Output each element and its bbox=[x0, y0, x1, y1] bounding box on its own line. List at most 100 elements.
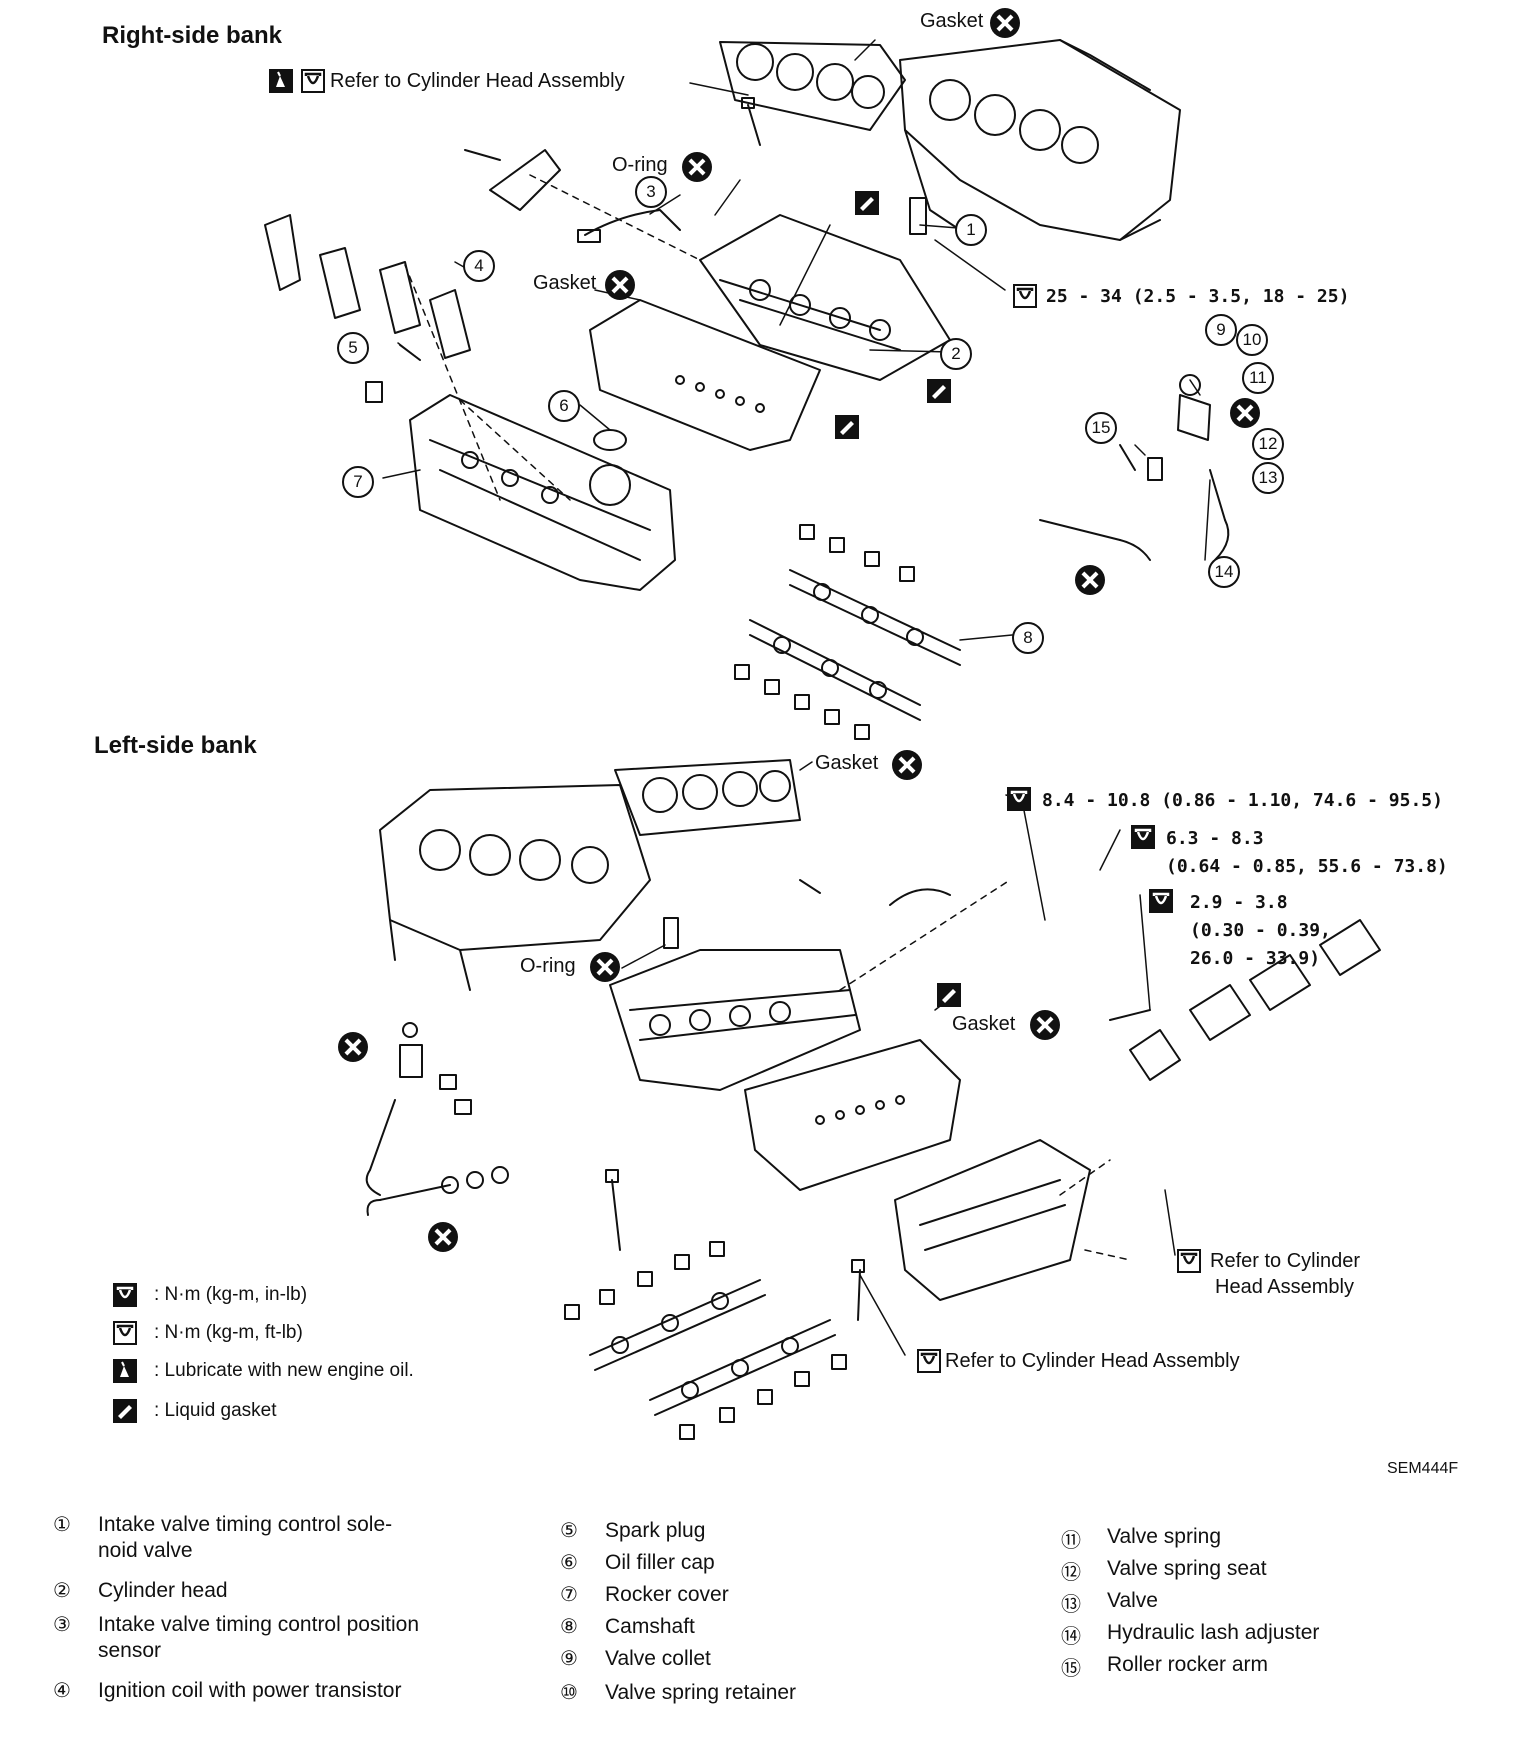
legend-text-liquid-gasket: : Liquid gasket bbox=[154, 1400, 277, 1421]
replace-x-icon bbox=[338, 1032, 368, 1062]
gasket-label-1: Gasket bbox=[920, 10, 984, 32]
cylinder-block-right bbox=[899, 39, 1181, 241]
replace-x-icon bbox=[1230, 398, 1260, 428]
o-ring-label-right: O-ring bbox=[612, 154, 668, 176]
callout-7: 7 bbox=[342, 466, 374, 498]
torque-spec-3-line2: (0.64 - 0.85, 55.6 - 73.8) bbox=[1166, 856, 1448, 877]
torque-spec-3-line1: 6.3 - 8.3 bbox=[1166, 828, 1264, 849]
ignition-coils-left bbox=[1129, 919, 1381, 1081]
replace-x-icon bbox=[682, 152, 712, 182]
gasket-label-2: Gasket bbox=[533, 272, 597, 294]
oil-can-icon bbox=[269, 69, 293, 93]
rocker-cover-right bbox=[409, 394, 676, 591]
replace-x-icon bbox=[428, 1222, 458, 1252]
replace-x-icon bbox=[1030, 1010, 1060, 1040]
torque-in-lb-icon bbox=[1007, 787, 1031, 811]
figure-code: SEM444F bbox=[1387, 1460, 1459, 1477]
torque-ft-lb-icon bbox=[301, 69, 325, 93]
roller-rocker-arms-right bbox=[734, 524, 915, 740]
callout-15: 15 bbox=[1085, 412, 1117, 444]
ignition-coils-right bbox=[264, 214, 471, 359]
o-ring-label-left: O-ring bbox=[520, 955, 576, 977]
callout-8: 8 bbox=[1012, 622, 1044, 654]
callout-6: 6 bbox=[548, 390, 580, 422]
torque-ft-lb-icon bbox=[917, 1349, 941, 1373]
callout-9: 9 bbox=[1205, 314, 1237, 346]
liquid-gasket-icon bbox=[855, 191, 879, 215]
cam-bolt-left-2 bbox=[857, 1269, 861, 1321]
callout-2: 2 bbox=[940, 338, 972, 370]
part-name: Spark plug bbox=[605, 1519, 706, 1542]
part-name: Hydraulic lash adjuster bbox=[1107, 1621, 1320, 1644]
solenoid-valve-left bbox=[663, 917, 679, 949]
replace-x-icon bbox=[590, 952, 620, 982]
refer-head-label-right-2: Head Assembly bbox=[1215, 1276, 1354, 1298]
roller-rocker-arms-left bbox=[564, 1241, 847, 1440]
liquid-gasket-icon bbox=[113, 1399, 137, 1423]
refer-head-label-bottom: Refer to Cylinder Head Assembly bbox=[945, 1350, 1240, 1372]
torque-ft-lb-icon bbox=[1013, 284, 1037, 308]
leader-lines bbox=[382, 39, 1211, 1356]
chain-guide-right bbox=[489, 149, 561, 211]
cylinder-head-left bbox=[609, 949, 861, 1091]
torque-in-lb-icon bbox=[113, 1283, 137, 1307]
assembly-lines-left bbox=[839, 879, 1131, 1261]
callout-11: 11 bbox=[1242, 362, 1274, 394]
liquid-gasket-icon bbox=[835, 415, 859, 439]
torque-ft-lb-icon bbox=[113, 1321, 137, 1345]
part-name: Cylinder head bbox=[98, 1579, 228, 1602]
right-bank-title: Right-side bank bbox=[102, 22, 283, 49]
part-name: Ignition coil with power transistor bbox=[98, 1679, 402, 1702]
torque-ft-lb-icon bbox=[1177, 1249, 1201, 1273]
refer-head-label-right-1: Refer to Cylinder bbox=[1210, 1250, 1361, 1272]
part-name: Intake valve timing control sole- noid v… bbox=[98, 1513, 393, 1562]
torque-in-lb-icon bbox=[1131, 825, 1155, 849]
head-bolt-left bbox=[799, 879, 821, 894]
callout-13: 13 bbox=[1252, 462, 1284, 494]
torque-spec-4-line2: (0.30 - 0.39, bbox=[1190, 920, 1331, 941]
gasket-label-3: Gasket bbox=[815, 752, 879, 774]
callout-5: 5 bbox=[337, 332, 369, 364]
gasket-label-4: Gasket bbox=[952, 1013, 1016, 1035]
left-bank-title: Left-side bank bbox=[94, 732, 257, 759]
camshaft-left bbox=[589, 1279, 836, 1416]
cam-bolt-left bbox=[611, 1179, 621, 1251]
liquid-gasket-icon bbox=[927, 379, 951, 403]
torque-spec-1: 25 - 34 (2.5 - 3.5, 18 - 25) bbox=[1046, 286, 1350, 307]
callout-12: 12 bbox=[1252, 428, 1284, 460]
legend-text-torque-ft-lb: : N·m (kg-m, ft-lb) bbox=[154, 1322, 303, 1343]
refer-head-label-top: Refer to Cylinder Head Assembly bbox=[330, 70, 625, 92]
cylinder-block-left bbox=[379, 784, 651, 991]
head-gasket-right bbox=[719, 41, 906, 131]
replace-x-icon bbox=[605, 270, 635, 300]
head-bolt-right bbox=[747, 104, 761, 146]
callout-10: 10 bbox=[1236, 324, 1268, 356]
part-name: Valve spring bbox=[1107, 1525, 1222, 1548]
ivt-sensor-left bbox=[889, 888, 951, 906]
replace-x-icon bbox=[990, 8, 1020, 38]
callout-4: 4 bbox=[463, 250, 495, 282]
spark-plug-left bbox=[1109, 1009, 1151, 1021]
liquid-gasket-icon bbox=[937, 983, 961, 1007]
callout-14: 14 bbox=[1208, 556, 1240, 588]
oil-filler-cap bbox=[593, 429, 627, 451]
callout-1: 1 bbox=[955, 214, 987, 246]
part-name: Valve collet bbox=[605, 1647, 711, 1670]
valve-assembly-left bbox=[365, 1022, 509, 1216]
part-name: Valve spring retainer bbox=[605, 1681, 797, 1704]
cylinder-head-right bbox=[699, 214, 951, 381]
torque-spec-4-line1: 2.9 - 3.8 bbox=[1190, 892, 1288, 913]
rocker-cover-left bbox=[894, 1139, 1091, 1301]
part-name: Valve spring seat bbox=[1107, 1557, 1267, 1580]
torque-spec-4-line3: 26.0 - 33.9) bbox=[1190, 948, 1321, 969]
head-gasket-left bbox=[614, 759, 801, 836]
part-name: Oil filler cap bbox=[605, 1551, 715, 1574]
torque-spec-2: 8.4 - 10.8 (0.86 - 1.10, 74.6 - 95.5) bbox=[1042, 790, 1443, 811]
part-name: Camshaft bbox=[605, 1615, 695, 1638]
replace-x-icon bbox=[1075, 565, 1105, 595]
valve-assembly-right bbox=[1039, 374, 1230, 561]
replace-x-icon bbox=[892, 750, 922, 780]
legend-text-lubricate: : Lubricate with new engine oil. bbox=[154, 1360, 414, 1381]
